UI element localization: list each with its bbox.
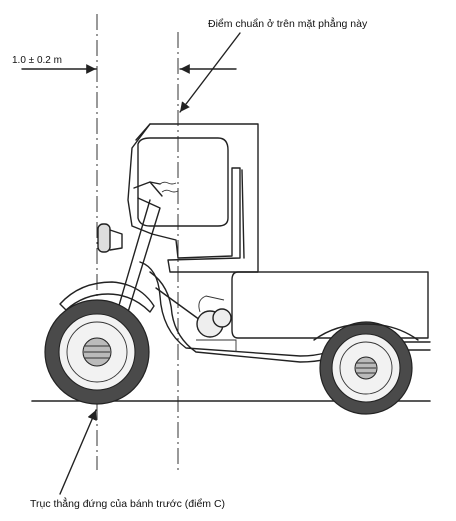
cabin (127, 123, 259, 273)
rear-wheel (319, 321, 413, 415)
front-fender (59, 281, 155, 313)
dimension-label: 1.0 ± 0.2 m (12, 55, 62, 66)
rear-fender (313, 323, 419, 341)
reference-leader (179, 32, 241, 113)
reference-point-label: Điểm chuẩn ở trên mặt phẳng này (208, 18, 368, 30)
front-wheel (44, 299, 150, 405)
headlight (97, 223, 123, 253)
engine (196, 295, 232, 338)
front-axis-label: Trục thẳng đứng của bánh trước (điểm C) (30, 498, 226, 510)
handlebar (133, 181, 179, 197)
cargo-box (231, 271, 429, 339)
axis-leader (59, 409, 97, 495)
